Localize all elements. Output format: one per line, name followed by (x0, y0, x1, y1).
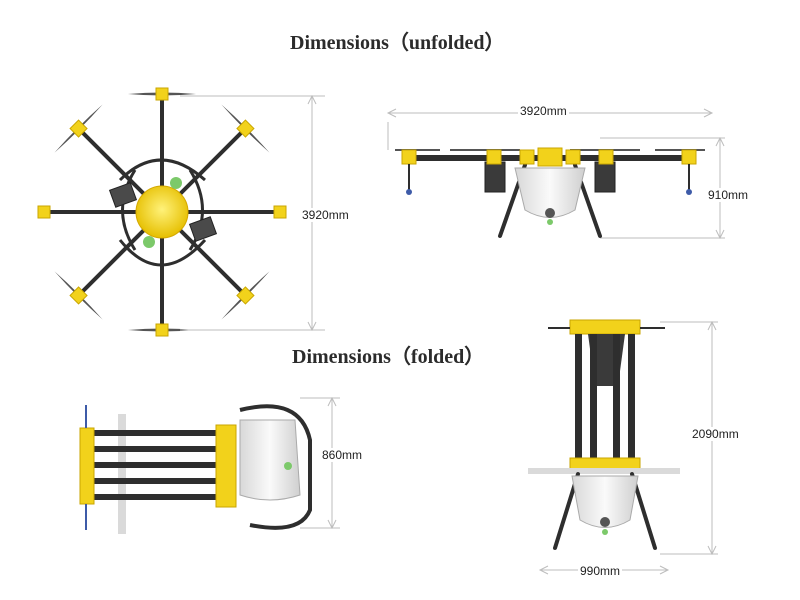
top-view-unfolded (37, 87, 325, 337)
top-view-motor (236, 119, 255, 138)
title-unfolded: Dimensions（unfolded） (290, 32, 505, 54)
folded-side-arms (88, 430, 223, 500)
top-view-motor (69, 286, 88, 305)
side-view-nozzles (408, 164, 690, 190)
folded-front-arms (575, 334, 635, 460)
folded-side-view (79, 396, 340, 534)
folded-front-spray-bar (528, 468, 680, 474)
side-view-height-label: 910mm (706, 188, 751, 202)
side-view-tank-nozzle (545, 208, 555, 218)
top-view-motor (273, 205, 287, 219)
top-view-green-marker (170, 177, 182, 189)
folded-front-green-marker (602, 529, 608, 535)
side-view-nozzle-tip (406, 189, 412, 195)
folded-side-tank (239, 419, 301, 501)
top-view-width-label: 3920mm (300, 208, 351, 222)
folded-front-top-cluster (569, 319, 641, 335)
folded-side-green-marker (284, 462, 292, 470)
folded-side-guard (118, 414, 126, 534)
title-folded: Dimensions（folded） (292, 346, 485, 368)
folded-front-tank (571, 475, 639, 528)
folded-side-dimension-line (300, 396, 340, 530)
top-view-motor (37, 205, 51, 219)
side-view-nozzle-tip (686, 189, 692, 195)
top-view-boxes (108, 182, 218, 242)
folded-front-width-label: 990mm (578, 564, 623, 578)
folded-side-height-label: 860mm (320, 448, 365, 462)
side-view-width-label: 3920mm (518, 104, 569, 118)
top-view-legs (118, 158, 207, 267)
side-view-green-marker (547, 219, 553, 225)
side-view-yellow-fittings (401, 147, 697, 167)
top-view-motor (155, 323, 169, 337)
top-view-green-marker (143, 236, 155, 248)
top-view-motor (236, 286, 255, 305)
folded-front-view (528, 319, 718, 575)
folded-side-frame (239, 404, 312, 530)
top-view-motor (155, 87, 169, 101)
folded-front-tank-nozzle (600, 517, 610, 527)
top-view-motors (37, 87, 287, 337)
top-view-motor (69, 119, 88, 138)
side-view-tank (514, 167, 586, 218)
folded-front-height-label: 2090mm (690, 427, 741, 441)
folded-side-fittings (79, 424, 237, 508)
side-view-unfolded (386, 108, 725, 240)
top-view-hub (135, 185, 189, 239)
